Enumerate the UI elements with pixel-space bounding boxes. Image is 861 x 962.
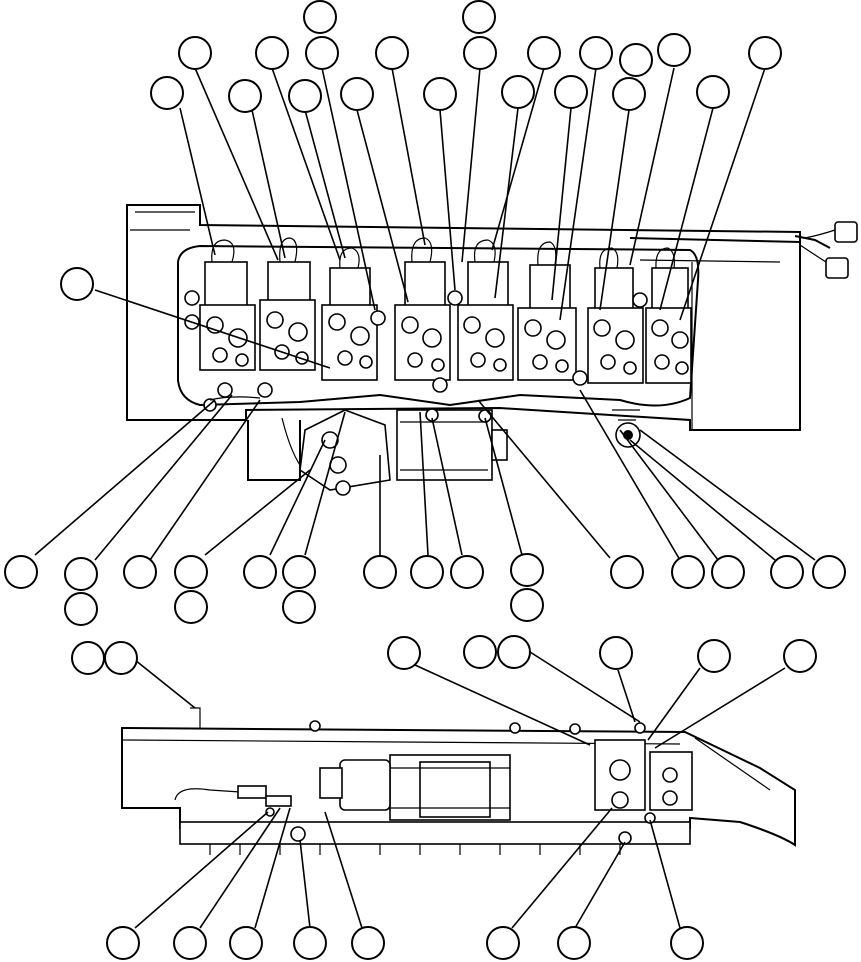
callout-balloon bbox=[410, 555, 444, 589]
callout-balloon bbox=[554, 75, 588, 109]
callout-balloon bbox=[579, 36, 613, 70]
callout-balloon bbox=[462, 0, 496, 34]
callout-balloon bbox=[497, 635, 531, 669]
callout-balloon bbox=[770, 555, 804, 589]
callout-balloon bbox=[711, 555, 745, 589]
callout-balloon bbox=[486, 926, 520, 960]
callout-balloon bbox=[305, 36, 339, 70]
leader-lines bbox=[34, 67, 816, 929]
callout-balloon bbox=[612, 77, 646, 111]
callout-balloon bbox=[106, 926, 140, 960]
callout-balloon bbox=[229, 926, 263, 960]
callout-balloon bbox=[173, 926, 207, 960]
callout-balloon bbox=[123, 555, 157, 589]
callout-balloon bbox=[463, 36, 497, 70]
lower-subassemblies bbox=[209, 396, 641, 496]
callout-balloon bbox=[303, 0, 337, 34]
callout-balloon bbox=[510, 588, 544, 622]
callout-balloon bbox=[501, 75, 535, 109]
callout-balloon bbox=[293, 926, 327, 960]
callout-balloon bbox=[527, 36, 561, 70]
callout-balloons bbox=[4, 0, 846, 960]
callout-balloon bbox=[340, 77, 374, 111]
callout-balloon bbox=[671, 555, 705, 589]
valve-modules bbox=[199, 237, 692, 384]
callout-balloon bbox=[178, 36, 212, 70]
callout-balloon bbox=[670, 926, 704, 960]
callout-balloon bbox=[657, 33, 691, 67]
callout-balloon bbox=[748, 36, 782, 70]
callout-balloon bbox=[387, 636, 421, 670]
callout-balloon bbox=[60, 267, 94, 301]
callout-balloon bbox=[812, 555, 846, 589]
callout-balloon bbox=[64, 557, 98, 591]
callout-balloon bbox=[375, 36, 409, 70]
mounting-bolts bbox=[184, 290, 648, 412]
callout-balloon bbox=[423, 77, 457, 111]
callout-balloon bbox=[783, 639, 817, 673]
callout-balloon bbox=[619, 43, 653, 77]
callout-balloon bbox=[697, 639, 731, 673]
callout-balloon bbox=[282, 590, 316, 624]
top-view-assembly bbox=[126, 204, 858, 496]
callout-balloon bbox=[510, 553, 544, 587]
callout-balloon bbox=[243, 555, 277, 589]
callout-balloon bbox=[363, 555, 397, 589]
callout-balloon bbox=[174, 555, 208, 589]
callout-balloon bbox=[282, 555, 316, 589]
side-view-assembly bbox=[121, 707, 796, 855]
callout-balloon bbox=[351, 926, 385, 960]
callout-balloon bbox=[150, 76, 184, 110]
callout-balloon bbox=[71, 641, 105, 675]
callout-balloon bbox=[174, 590, 208, 624]
callout-balloon bbox=[64, 592, 98, 626]
callout-balloon bbox=[104, 641, 138, 675]
callout-balloon bbox=[288, 79, 322, 113]
callout-balloon bbox=[610, 555, 644, 589]
callout-balloon bbox=[228, 79, 262, 113]
callout-balloon bbox=[599, 636, 633, 670]
callout-balloon bbox=[450, 555, 484, 589]
callout-balloon bbox=[696, 75, 730, 109]
callout-balloon bbox=[4, 555, 38, 589]
callout-balloon bbox=[463, 635, 497, 669]
callout-balloon bbox=[255, 36, 289, 70]
callout-balloon bbox=[557, 926, 591, 960]
